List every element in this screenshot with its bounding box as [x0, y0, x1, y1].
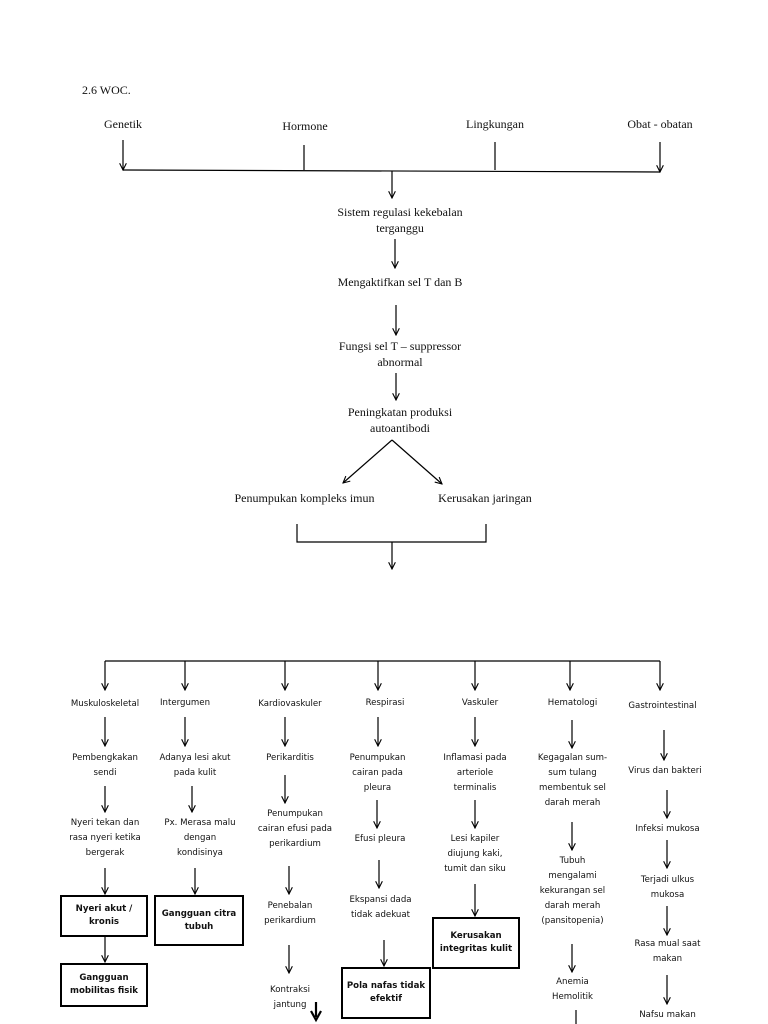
diagnosis-pola-nafas: Pola nafas tidak efektif	[341, 967, 431, 1019]
gastro-step-2: Infeksi mukosa	[635, 824, 700, 834]
resp-step-2: Efusi pleura	[354, 834, 406, 844]
cause-genetik: Genetik	[104, 117, 142, 131]
resp-step-3: Ekspansi dada tidak adekuat	[349, 895, 412, 920]
vask-step-1: Inflamasi pada arteriole terminalis	[443, 753, 507, 793]
node-sistem-regulasi: Sistem regulasi kekebalan terganggu	[337, 205, 463, 235]
system-gastrointestinal: Gastrointestinal	[628, 701, 697, 711]
kardio-step-1: Perikarditis	[266, 753, 314, 763]
kardio-step-4: Kontraksi jantung	[270, 985, 310, 1010]
kardio-step-3: Penebalan perikardium	[264, 901, 316, 926]
diagnosis-gangguan-citra-tubuh: Gangguan citra tubuh	[154, 895, 244, 946]
vask-step-2: Lesi kapiler diujung kaki, tumit dan sik…	[444, 834, 506, 874]
system-respirasi: Respirasi	[365, 698, 405, 708]
gastro-step-5: Nafsu makan	[639, 1010, 696, 1020]
hema-step-1: Kegagalan sum- sum tulang membentuk sel …	[537, 753, 608, 808]
resp-step-1: Penumpukan cairan pada pleura	[349, 753, 406, 793]
system-hematologi: Hematologi	[547, 698, 598, 708]
node-fungsi-sel-t: Fungsi sel T – suppressor abnormal	[338, 339, 462, 369]
system-vaskuler: Vaskuler	[461, 698, 499, 708]
node-mengaktifkan: Mengaktifkan sel T dan B	[337, 275, 463, 289]
gastro-step-3: Terjadi ulkus mukosa	[640, 875, 695, 900]
cause-lingkungan: Lingkungan	[466, 117, 524, 131]
system-muskuloskeletal: Muskuloskeletal	[70, 699, 140, 709]
musk-step-2: Nyeri tekan dan rasa nyeri ketika berger…	[69, 818, 141, 858]
gastro-step-4: Rasa mual saat makan	[634, 939, 701, 964]
kardio-step-2: Penumpukan cairan efusi pada perikardium	[257, 809, 333, 849]
node-penumpukan-kompleks: Penumpukan kompleks imun	[234, 491, 375, 505]
arrow-branch-right	[391, 439, 442, 484]
system-intergumen: Intergumen	[159, 698, 211, 708]
node-kerusakan-jaringan: Kerusakan jaringan	[438, 491, 532, 505]
hema-step-2: Tubuh mengalami kekurangan sel darah mer…	[539, 856, 606, 926]
gastro-step-1: Virus dan bakteri	[628, 766, 702, 776]
bracket	[296, 524, 487, 543]
system-kardiovaskuler: Kardiovaskuler	[258, 699, 322, 709]
diagnosis-gangguan-mobilitas: Gangguan mobilitas fisik	[60, 963, 148, 1007]
node-peningkatan: Peningkatan produksi autoantibodi	[347, 405, 453, 435]
musk-step-1: Pembengkakan sendi	[72, 753, 138, 778]
diagnosis-kerusakan-integritas-kulit: Kerusakan integritas kulit	[432, 917, 520, 969]
heading: 2.6 WOC.	[82, 83, 131, 97]
arrow-branch-left	[343, 439, 393, 483]
integ-step-1: Adanya lesi akut pada kulit	[159, 753, 231, 778]
cause-obat: Obat - obatan	[627, 117, 693, 131]
diagnosis-nyeri-akut: Nyeri akut / kronis	[60, 895, 148, 937]
integ-step-2: Px. Merasa malu dengan kondisinya	[164, 818, 236, 858]
hema-step-3: Anemia Hemolitik	[552, 977, 593, 1002]
cause-hormone: Hormone	[282, 119, 328, 133]
